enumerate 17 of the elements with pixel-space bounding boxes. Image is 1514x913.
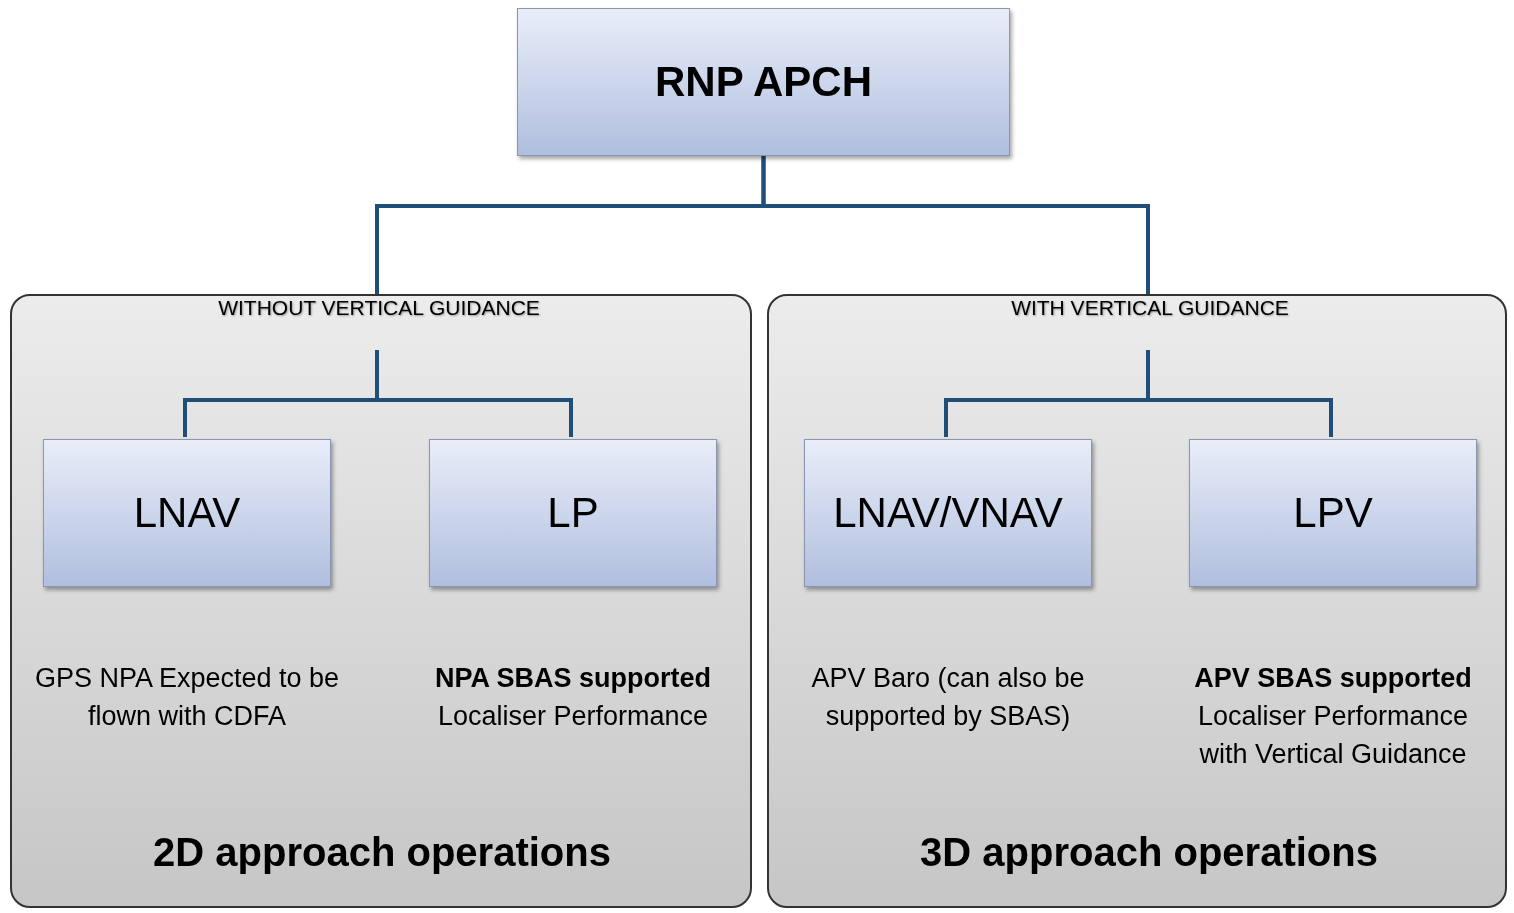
mode-box: LNAV [43,439,331,587]
description-text: APV SBAS supported Localiser Performance with Vertical Guidance [1193,662,1473,771]
group-title: 3D approach operations [919,830,1379,875]
description-text: APV Baro (can also be supported by SBAS) [810,662,1086,733]
group-heading: WITH VERTICAL GUIDANCE [1010,296,1290,320]
mode-box: LPV [1189,439,1477,587]
connector-line [761,156,1150,294]
mode-box: RNP APCH [517,8,1010,156]
description-text: NPA SBAS supported Localiser Performance [434,662,712,733]
connector-line [1146,350,1333,437]
group-heading: WITHOUT VERTICAL GUIDANCE [217,296,541,320]
group-panel [10,294,752,908]
description-text: GPS NPA Expected to be flown with CDFA [33,662,341,733]
group-panel [767,294,1507,908]
mode-box: LNAV/VNAV [804,439,1092,587]
group-title: 2D approach operations [152,830,612,875]
mode-box: LP [429,439,717,587]
